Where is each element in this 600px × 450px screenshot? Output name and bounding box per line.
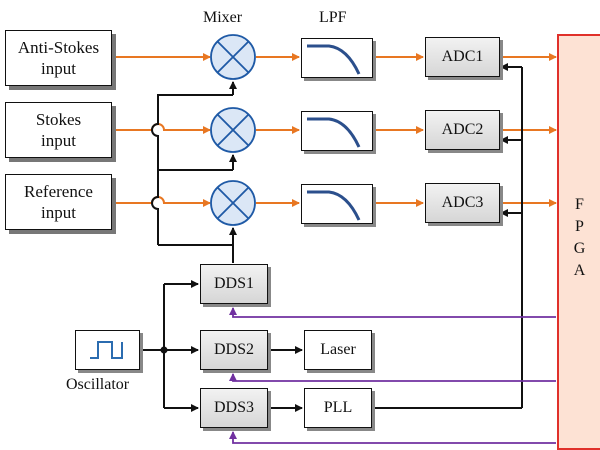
junction-dot (160, 346, 168, 354)
anti-stokes-line-1: Anti-Stokes (17, 38, 100, 57)
lowpass-curve-icon (307, 190, 361, 221)
stokes-line-2: input (41, 131, 76, 150)
oscillator-lines (140, 280, 303, 412)
control-lines (229, 307, 556, 444)
anti-stokes-input-box: Anti-Stokes input (5, 30, 112, 86)
reference-line-1: Reference (24, 182, 93, 201)
lpf-box-1 (301, 38, 373, 78)
fpga-letter-g: G (573, 240, 586, 257)
adc3-box: ADC3 (425, 183, 500, 223)
square-wave-icon (89, 341, 123, 359)
adc1-box: ADC1 (425, 37, 500, 77)
pll-box: PLL (304, 388, 372, 428)
lo-distribution (151, 81, 237, 263)
oscillator-box (75, 330, 140, 370)
laser-box: Laser (304, 330, 372, 370)
fpga-letter-a: A (573, 262, 586, 279)
lowpass-curve-icon (307, 117, 361, 148)
adc2-box: ADC2 (425, 110, 500, 150)
mixer-3 (210, 180, 256, 226)
oscillator-label: Oscillator (66, 376, 130, 393)
stokes-input-box: Stokes input (5, 102, 112, 158)
mixer-2 (210, 107, 256, 153)
mixer-1 (210, 34, 256, 80)
reference-line-2: input (41, 203, 76, 222)
stokes-line-1: Stokes (35, 110, 82, 129)
anti-stokes-line-2: input (41, 59, 76, 78)
dds3-box: DDS3 (200, 388, 268, 428)
lpf-label: LPF (319, 9, 347, 26)
fpga-letter-p: P (575, 218, 584, 235)
fpga-block: F P G A (557, 34, 600, 450)
dds2-box: DDS2 (200, 330, 268, 370)
lpf-box-2 (301, 111, 373, 151)
lpf-box-3 (301, 184, 373, 224)
mixer-label: Mixer (203, 9, 243, 26)
reference-input-box: Reference input (5, 174, 112, 230)
pll-clock-lines (372, 63, 523, 409)
fpga-letter-f: F (575, 196, 584, 213)
dds1-box: DDS1 (200, 264, 268, 304)
lowpass-curve-icon (307, 44, 361, 75)
